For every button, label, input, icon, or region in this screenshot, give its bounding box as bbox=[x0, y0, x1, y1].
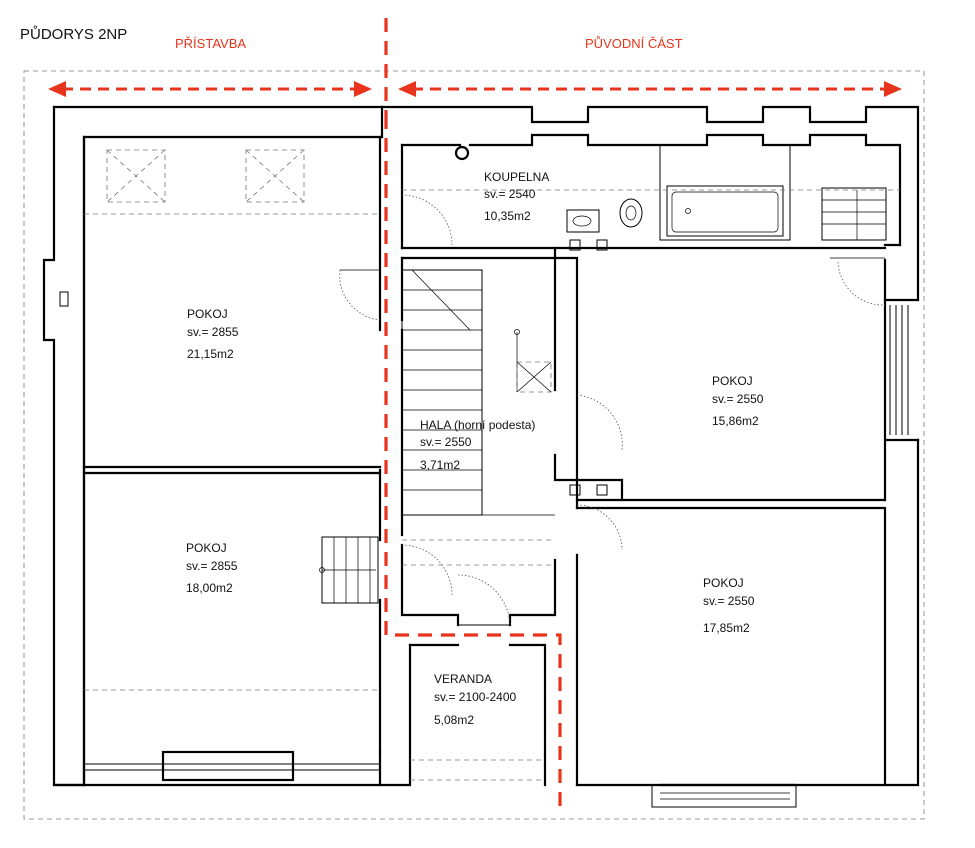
room-name: POKOJ bbox=[186, 541, 227, 555]
section-divider bbox=[384, 18, 562, 812]
room-area: 10,35m2 bbox=[484, 209, 531, 223]
room-name: VERANDA bbox=[434, 672, 492, 686]
room-label-pokoj-se: POKOJ sv.= 2550 17,85m2 bbox=[703, 576, 755, 635]
room-area: 17,85m2 bbox=[703, 621, 750, 635]
room-height: sv.= 2855 bbox=[187, 325, 239, 339]
room-height: sv.= 2550 bbox=[712, 392, 764, 406]
room-area: 18,00m2 bbox=[186, 581, 233, 595]
door-swings bbox=[339, 194, 886, 626]
room-height: sv.= 2550 bbox=[703, 594, 755, 608]
room-height: sv.= 2855 bbox=[186, 559, 238, 573]
room-height: sv.= 2540 bbox=[484, 187, 536, 201]
room-area: 5,08m2 bbox=[434, 713, 474, 727]
room-label-veranda: VERANDA sv.= 2100-2400 5,08m2 bbox=[434, 672, 516, 727]
page-title: PŮDORYS 2NP bbox=[20, 25, 127, 43]
site-boundary bbox=[23, 70, 925, 820]
original-walls bbox=[378, 105, 920, 808]
room-label-hala: HALA (horní podesta) sv.= 2550 3,71m2 bbox=[420, 418, 535, 472]
room-name: POKOJ bbox=[187, 307, 228, 321]
room-label-koupelna: KOUPELNA sv.= 2540 10,35m2 bbox=[484, 170, 549, 223]
room-area: 3,71m2 bbox=[420, 458, 460, 472]
room-name: KOUPELNA bbox=[484, 170, 549, 184]
room-area: 21,15m2 bbox=[187, 347, 234, 361]
room-height: sv.= 2550 bbox=[420, 435, 472, 449]
room-name: POKOJ bbox=[712, 374, 753, 388]
skylight-2 bbox=[245, 149, 305, 203]
section-label-extension: PŘÍSTAVBA bbox=[175, 36, 246, 51]
extension-arrow bbox=[48, 81, 372, 97]
original-arrow bbox=[398, 81, 902, 97]
room-label-pokoj-nw: POKOJ sv.= 2855 21,15m2 bbox=[187, 307, 239, 361]
skylight-1 bbox=[106, 149, 166, 203]
room-name: POKOJ bbox=[703, 576, 744, 590]
main-stair bbox=[401, 269, 555, 566]
stair-small bbox=[319, 536, 379, 604]
room-label-pokoj-sw: POKOJ sv.= 2855 18,00m2 bbox=[186, 541, 238, 595]
room-label-pokoj-ne: POKOJ sv.= 2550 15,86m2 bbox=[712, 374, 764, 428]
room-area: 15,86m2 bbox=[712, 414, 759, 428]
room-height: sv.= 2100-2400 bbox=[434, 690, 516, 704]
extension-walls bbox=[42, 105, 384, 787]
section-label-original: PŮVODNÍ ČÁST bbox=[585, 36, 683, 51]
room-name: HALA (horní podesta) bbox=[420, 418, 535, 432]
